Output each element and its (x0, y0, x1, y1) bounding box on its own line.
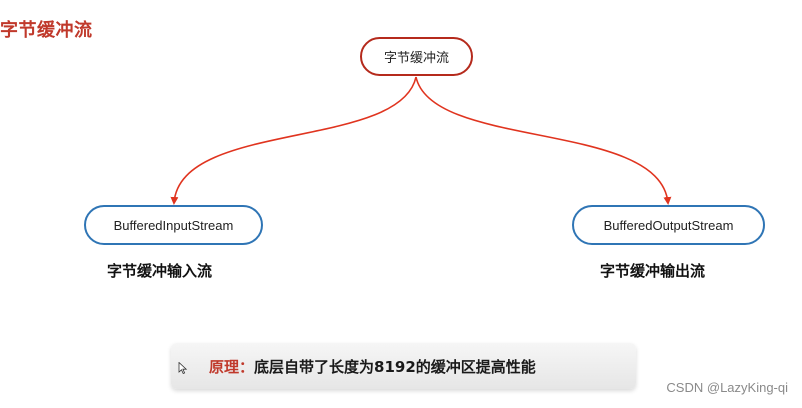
watermark: CSDN @LazyKing-qi (666, 380, 788, 395)
child-caption-output-stream: 字节缓冲输出流 (600, 262, 706, 280)
child-node-input-stream: BufferedInputStream (84, 205, 263, 245)
connector-root-to-right (415, 76, 672, 205)
root-node: 字节缓冲流 (360, 37, 473, 76)
principle-body: 底层自带了长度为8192的缓冲区提高性能 (254, 358, 536, 376)
principle-text: 原理：底层自带了长度为8192的缓冲区提高性能 (209, 356, 536, 377)
child-caption-input-stream: 字节缓冲输入流 (107, 262, 213, 280)
child-node-output-stream: BufferedOutputStream (572, 205, 765, 245)
principle-note: 原理：底层自带了长度为8192的缓冲区提高性能 (171, 343, 636, 389)
principle-label: 原理： (209, 358, 255, 376)
page-title: 字节缓冲流 (0, 20, 93, 41)
mouse-cursor-icon (178, 362, 188, 374)
connector-root-to-left (170, 76, 417, 205)
